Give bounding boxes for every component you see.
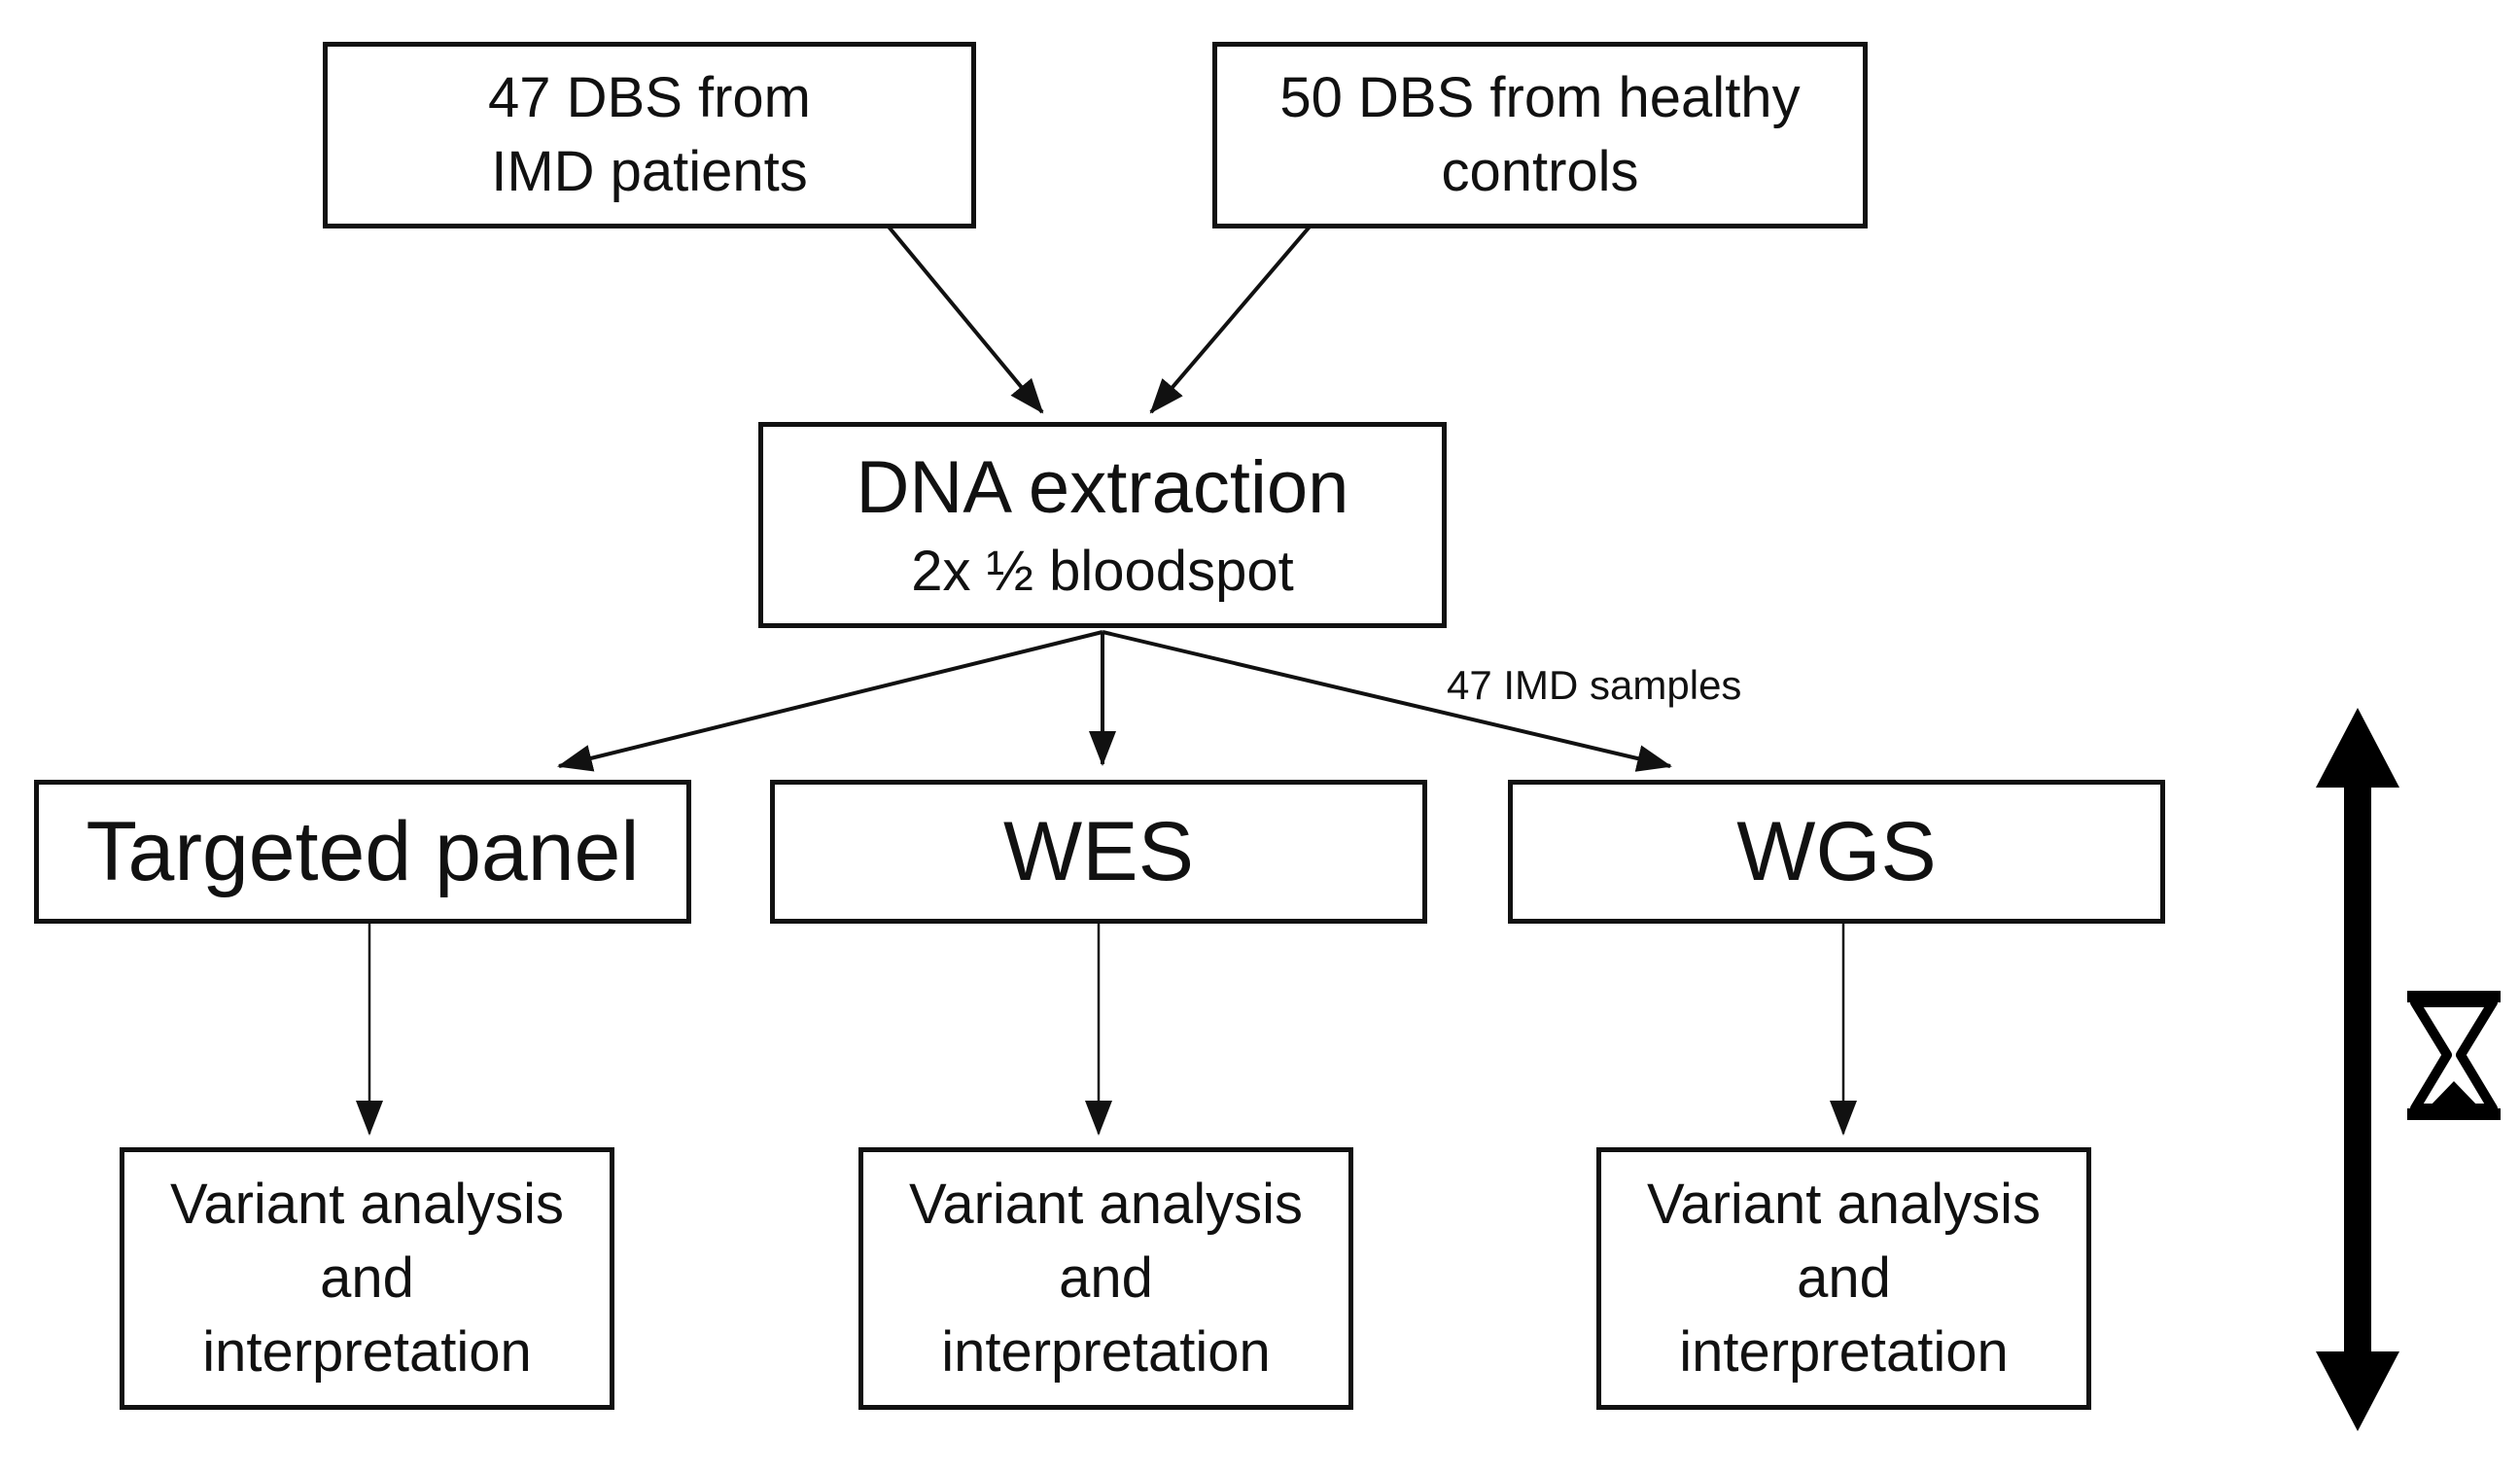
arrow-imd-to-extraction: [886, 224, 1044, 414]
analysis-wgs-line3: interpretation: [1679, 1320, 2009, 1384]
source-box-healthy-controls: 50 DBS from healthy controls: [1212, 42, 1868, 228]
arrow-extraction-to-targeted: [557, 630, 1103, 772]
analysis-box-wes: Variant analysis and interpretation: [858, 1147, 1353, 1410]
arrow-extraction-to-wgs: [1102, 630, 1672, 772]
extraction-subtitle: 2x ½ bloodspot: [911, 540, 1294, 603]
source-imd-line1: 47 DBS from: [488, 66, 811, 129]
method-wgs-label: WGS: [1736, 805, 1937, 898]
hourglass-icon: [2407, 991, 2501, 1120]
analysis-targeted-line3: interpretation: [202, 1320, 532, 1384]
analysis-targeted-line1: Variant analysis: [169, 1173, 565, 1236]
method-box-targeted-panel: Targeted panel: [34, 780, 691, 924]
analysis-targeted-line2: and: [320, 1246, 414, 1310]
method-box-wgs: WGS: [1508, 780, 2165, 924]
extraction-box: DNA extraction 2x ½ bloodspot: [758, 422, 1447, 628]
analysis-box-wgs: Variant analysis and interpretation: [1596, 1147, 2091, 1410]
source-controls-line1: 50 DBS from healthy: [1279, 66, 1801, 129]
method-targeted-label: Targeted panel: [86, 805, 640, 898]
method-wes-label: WES: [1003, 805, 1194, 898]
method-box-wes: WES: [770, 780, 1427, 924]
analysis-wes-line1: Variant analysis: [908, 1173, 1304, 1236]
analysis-wes-line2: and: [1059, 1246, 1153, 1310]
source-imd-line2: IMD patients: [491, 140, 808, 203]
source-controls-line2: controls: [1441, 140, 1639, 203]
analysis-box-targeted: Variant analysis and interpretation: [120, 1147, 614, 1410]
edge-label-wgs-samples: 47 IMD samples: [1447, 662, 1742, 708]
analysis-wgs-line1: Variant analysis: [1646, 1173, 2042, 1236]
source-box-imd-patients: 47 DBS from IMD patients: [323, 42, 976, 228]
arrow-controls-to-extraction: [1149, 224, 1312, 414]
analysis-wes-line3: interpretation: [941, 1320, 1271, 1384]
double-arrow-icon: [2316, 708, 2399, 1431]
extraction-title: DNA extraction: [856, 446, 1349, 529]
analysis-wgs-line2: and: [1797, 1246, 1891, 1310]
